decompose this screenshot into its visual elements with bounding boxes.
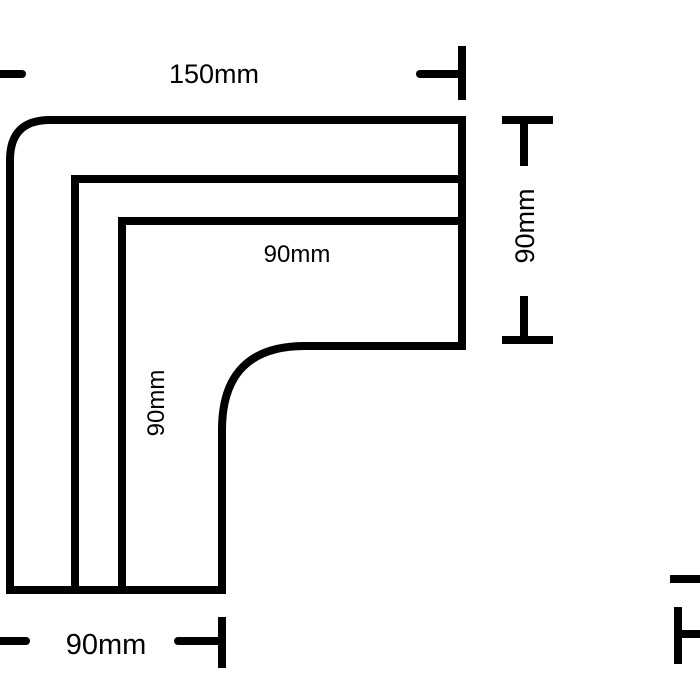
partial-dimension-marker	[670, 575, 700, 664]
top-width-label: 150mm	[169, 59, 259, 89]
profile-outer-outline	[6, 116, 466, 594]
profile-middle-line	[71, 175, 462, 590]
inner-vertical-label: 90mm	[143, 370, 170, 437]
top-dimension-marker	[0, 46, 466, 100]
right-height-label: 90mm	[510, 188, 540, 263]
bottom-width-label: 90mm	[66, 629, 147, 661]
inner-horizontal-label: 90mm	[264, 241, 331, 268]
bottom-dimension-marker	[0, 617, 226, 668]
right-dimension-marker	[502, 116, 553, 344]
profile-inner-line	[118, 217, 462, 590]
